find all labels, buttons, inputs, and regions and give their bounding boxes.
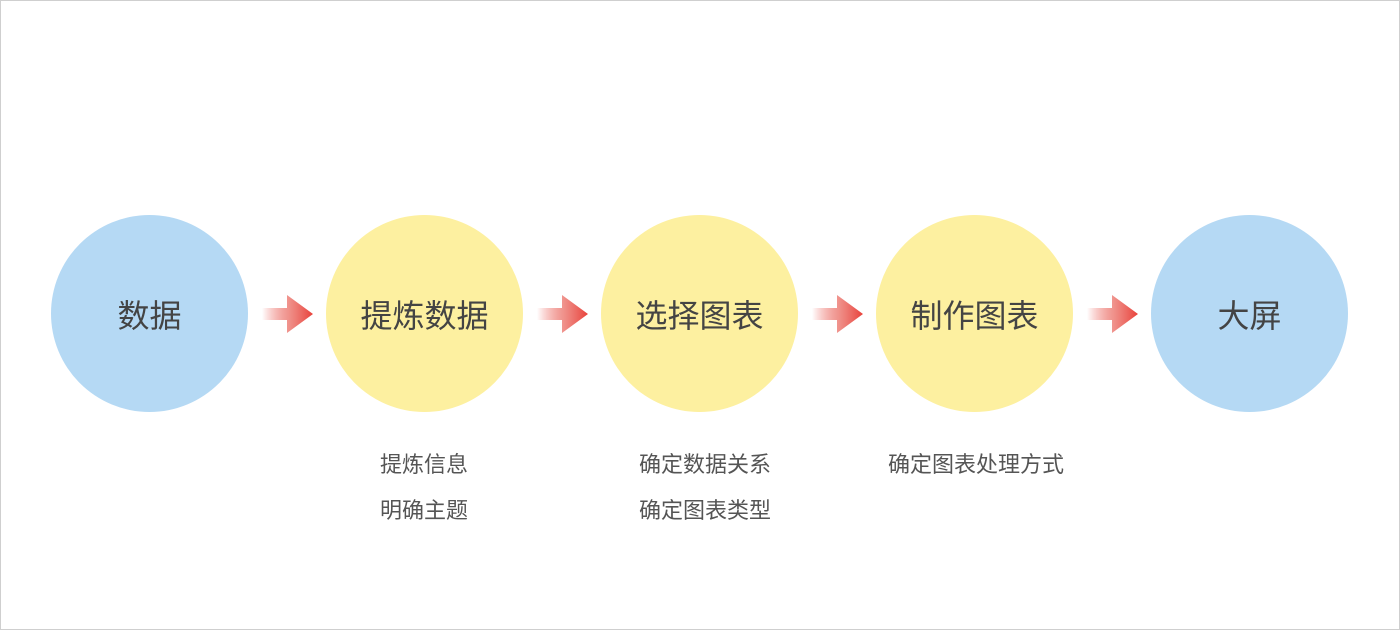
step-label: 大屏: [1217, 296, 1282, 335]
step-notes: 提炼信息 明确主题: [294, 443, 554, 535]
note: 确定图表处理方式: [887, 453, 1064, 478]
arrow-right-icon: [1087, 295, 1138, 333]
arrow-right-icon: [537, 295, 588, 333]
step-data: 数据: [51, 215, 248, 412]
step-label: 提炼数据: [360, 296, 489, 335]
step-label: 选择图表: [635, 296, 764, 335]
step-label: 数据: [117, 296, 182, 335]
step-refine-data: 提炼数据: [326, 215, 523, 412]
step-make-chart: 制作图表: [876, 215, 1073, 412]
step-notes: 确定数据关系 确定图表类型: [575, 443, 835, 535]
arrow-right-icon: [812, 295, 863, 333]
step-label: 制作图表: [910, 296, 1039, 335]
note: 确定数据关系: [638, 453, 771, 478]
note: 提炼信息: [379, 453, 468, 478]
step-choose-chart: 选择图表: [601, 215, 798, 412]
arrow-right-icon: [262, 295, 313, 333]
note: 确定图表类型: [638, 499, 771, 524]
step-big-screen: 大屏: [1151, 215, 1348, 412]
step-notes: 确定图表处理方式: [846, 443, 1106, 489]
note: 明确主题: [379, 499, 468, 524]
